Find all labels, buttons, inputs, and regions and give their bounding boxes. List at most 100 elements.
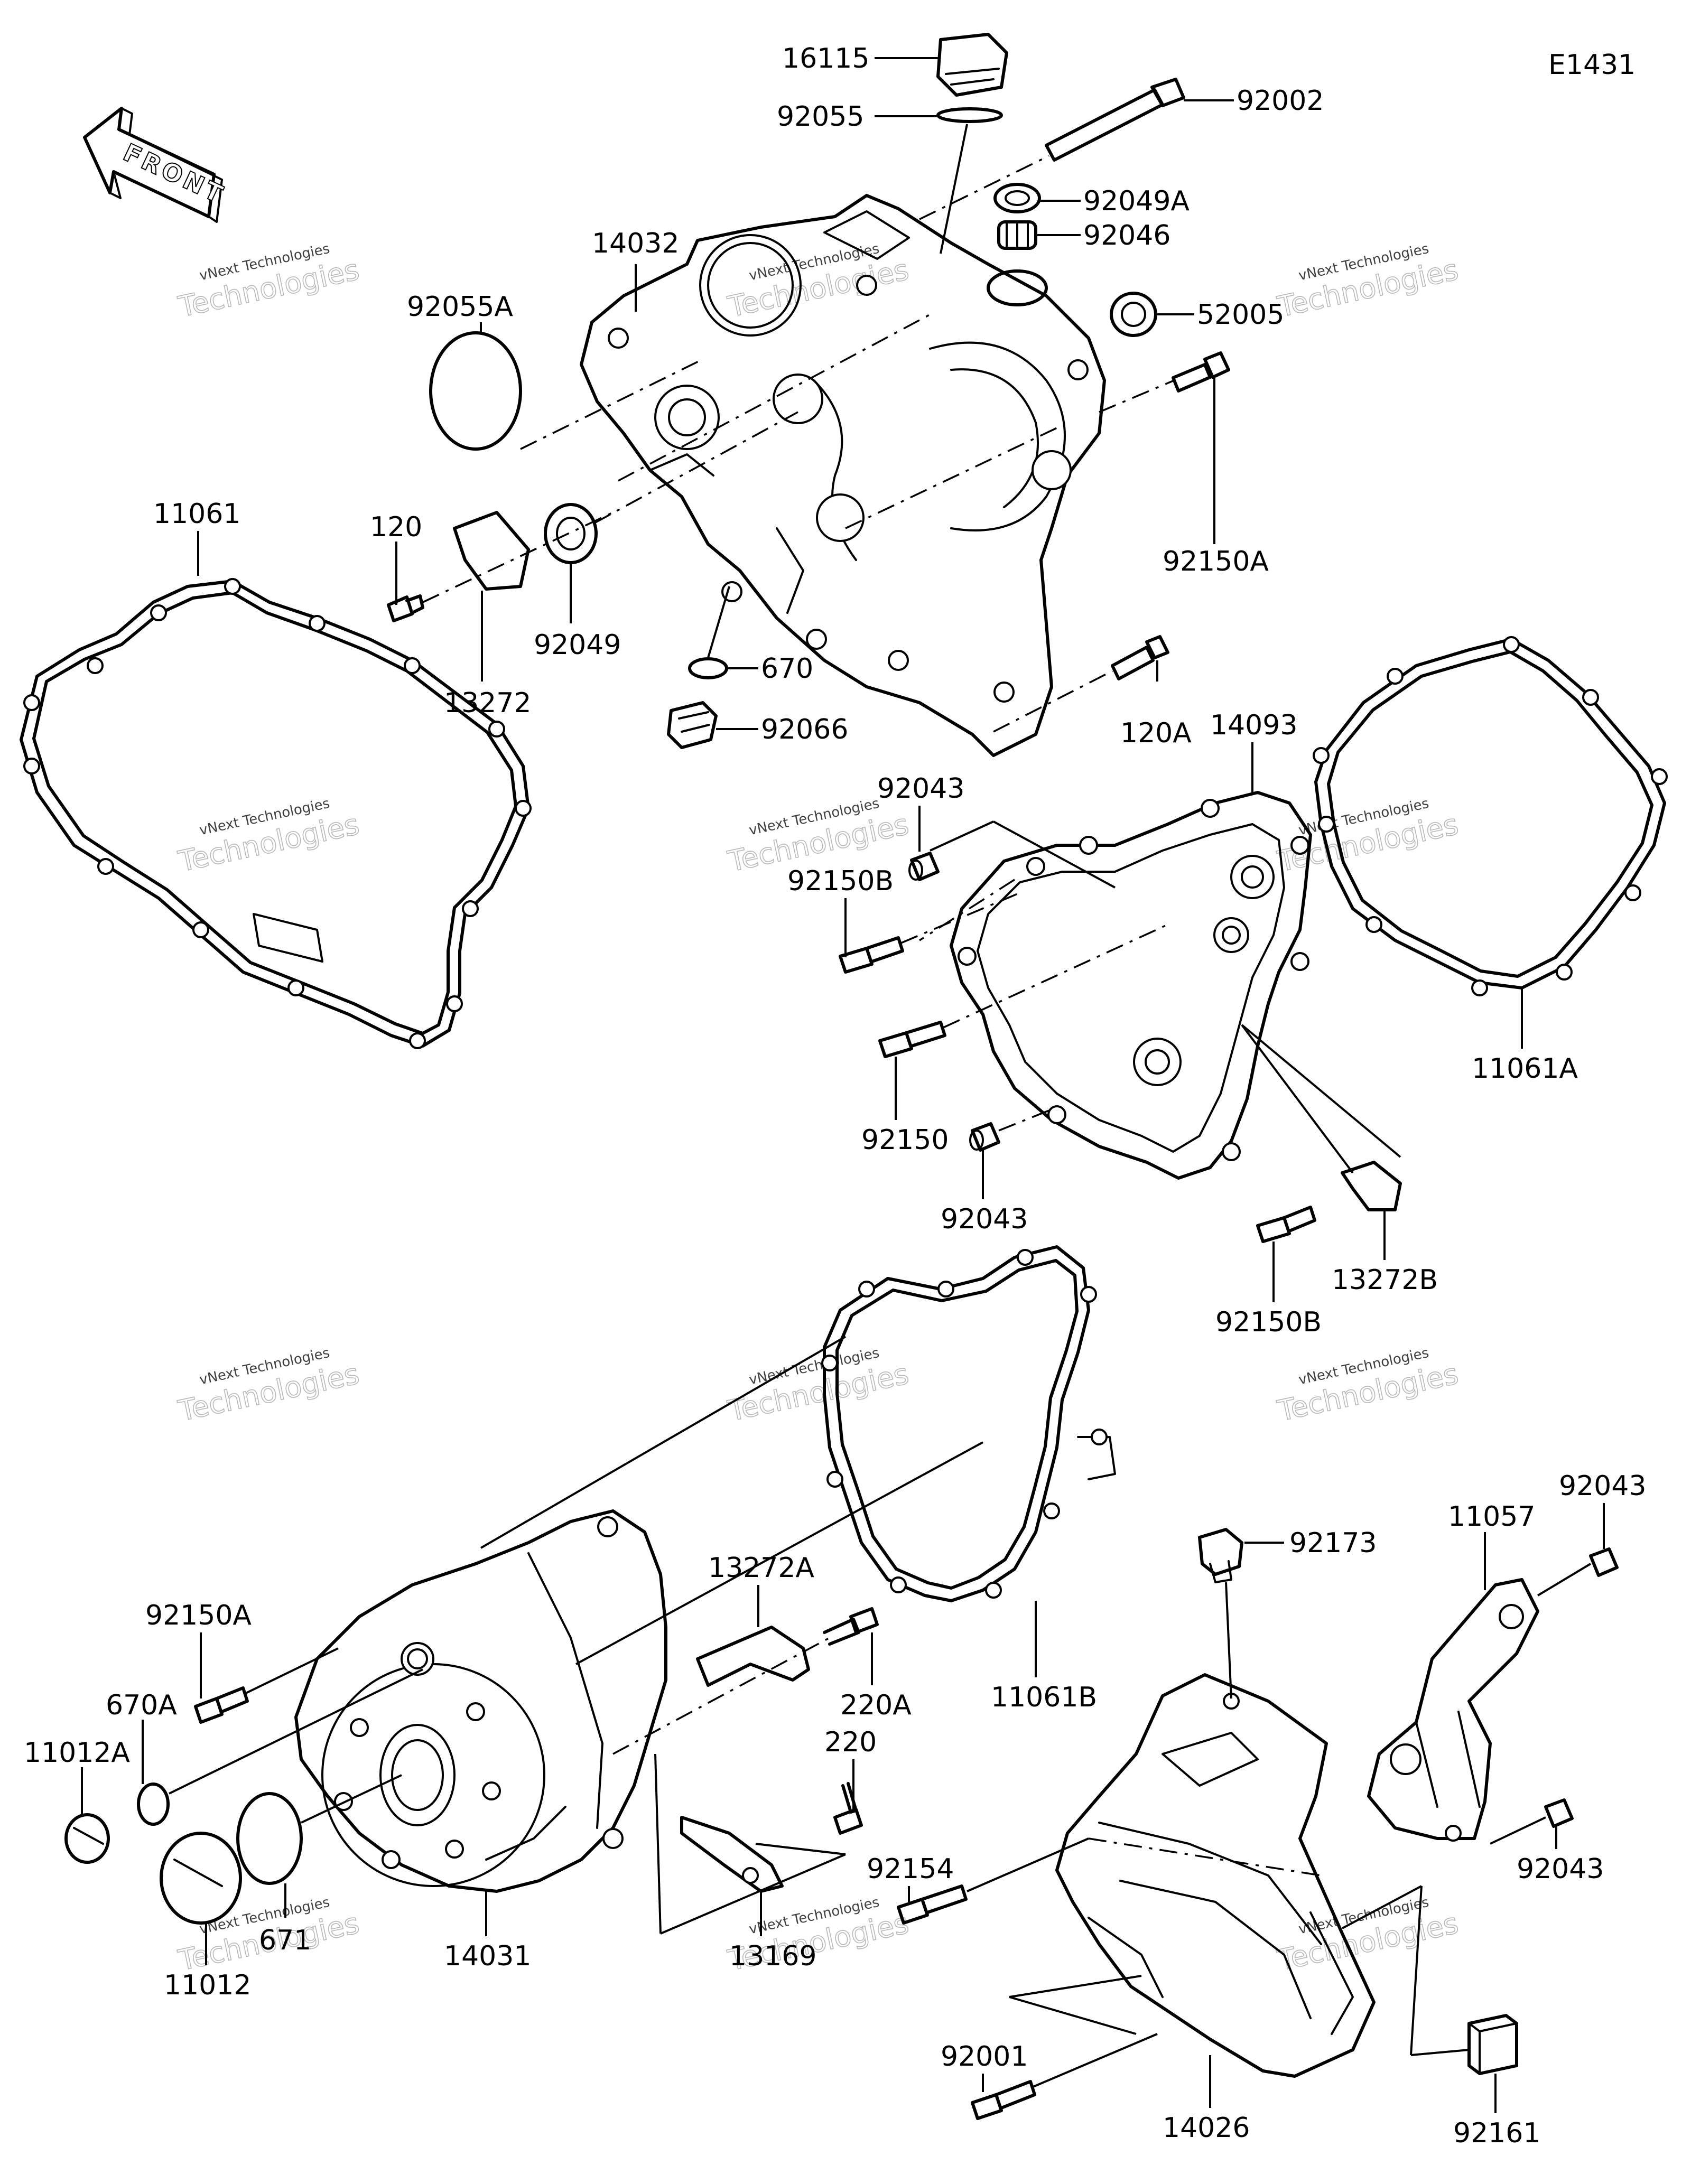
leader-line [1410, 2049, 1470, 2056]
label-92066: 92066 [761, 714, 848, 745]
bolt-92154 [897, 1884, 968, 1925]
o-ring-670 [688, 657, 728, 679]
label-92043-d: 92043 [1517, 1853, 1604, 1885]
leader-line [1537, 1563, 1592, 1597]
label-13272A: 13272A [708, 1552, 814, 1584]
needle-bearing-92046 [997, 220, 1037, 250]
oil-seal-92049A [993, 183, 1041, 213]
watermark-top-right: Technologies vNext Technologies [1274, 241, 1462, 324]
oil-seal-92049 [544, 503, 598, 564]
leader-line [1241, 1024, 1354, 1174]
assembly-line [845, 427, 1057, 529]
o-ring-670A [137, 1782, 170, 1826]
label-92049: 92049 [534, 629, 621, 661]
leader-line [1410, 1886, 1423, 2056]
label-92046: 92046 [1083, 220, 1170, 251]
sensor-92173 [1198, 1528, 1243, 1583]
rubber-92161 [1467, 2014, 1518, 2075]
bolt-120A [1111, 635, 1169, 680]
guide-13169 [680, 1816, 784, 1893]
leader-line [245, 1647, 339, 1694]
leader-line [1009, 1975, 1142, 1998]
watermark-mid-left: Technologies vNext Technologies [175, 796, 363, 879]
leader-line [1342, 1885, 1422, 1929]
oil-filler-cap-16115 [936, 33, 1008, 97]
bolt-92001 [971, 2080, 1036, 2120]
label-92154: 92154 [867, 1853, 954, 1885]
bracket-13272A [696, 1626, 810, 1687]
label-92150B-b: 92150B [1215, 1306, 1322, 1338]
label-120: 120 [370, 511, 422, 543]
leader-line [993, 820, 1116, 889]
sprocket-cover-14026 [1055, 1673, 1376, 2078]
o-ring-671 [236, 1792, 303, 1885]
label-220A: 220A [840, 1690, 912, 1721]
dowel-92043-upper [908, 852, 940, 881]
inner-cover-14093 [950, 791, 1312, 1180]
bolt-220 [833, 1782, 863, 1835]
leader-line [1490, 1816, 1546, 1845]
generator-cover-14031 [294, 1509, 667, 1893]
leader-line [654, 1753, 662, 1934]
label-13272B: 13272B [1332, 1264, 1438, 1296]
o-ring-92055A [429, 331, 522, 451]
leader-line [169, 1668, 423, 1795]
label-92173: 92173 [1289, 1527, 1377, 1559]
callout-leaders [81, 57, 1605, 2113]
leader-line [660, 1853, 846, 1935]
leader-line [940, 124, 968, 254]
bolt-92150 [878, 1021, 946, 1058]
label-16115: 16115 [782, 43, 869, 74]
gasket-11061B [821, 1245, 1116, 1602]
dowel-92043-lower [969, 1122, 1000, 1152]
label-92055A: 92055A [407, 291, 513, 323]
watermark-top-left: Technologies vNext Technologies [175, 241, 363, 324]
bearing-boss [987, 269, 1048, 306]
label-11061B: 11061B [991, 1682, 1097, 1713]
gasket-11061 [20, 578, 532, 1049]
watermark-mid-right: Technologies vNext Technologies [1274, 796, 1462, 879]
diagram-code: E1431 [1548, 49, 1636, 81]
label-92043-a: 92043 [877, 773, 964, 805]
label-670A: 670A [106, 1690, 177, 1721]
label-11061: 11061 [153, 498, 240, 530]
bolt-92002 [1045, 78, 1185, 162]
leader-line [930, 820, 994, 852]
label-92043-b: 92043 [941, 1203, 1028, 1235]
label-92002: 92002 [1237, 85, 1324, 117]
bracket-11057 [1367, 1578, 1539, 1842]
label-92150: 92150 [861, 1124, 949, 1156]
bolt-92150A-lower [194, 1686, 249, 1724]
label-92049A: 92049A [1083, 185, 1190, 217]
label-671: 671 [259, 1925, 311, 1956]
label-92161: 92161 [1453, 2117, 1540, 2149]
label-14093: 14093 [1210, 710, 1297, 741]
assembly-line [998, 1108, 1052, 1132]
assembly-line [919, 879, 1015, 941]
label-670: 670 [761, 653, 813, 685]
label-13272: 13272 [444, 687, 531, 719]
leader-line [480, 1336, 847, 1549]
label-92150B-a: 92150B [787, 865, 894, 897]
watermark-low-left: Technologies vNext Technologies [175, 1345, 363, 1429]
leader-line [1033, 2033, 1158, 2088]
assembly-line [993, 670, 1113, 733]
label-92043-c: 92043 [1559, 1470, 1646, 1502]
bolt-120 [387, 594, 424, 622]
label-220: 220 [824, 1726, 877, 1758]
bolt-220A [823, 1607, 879, 1646]
gasket-11061A [1313, 636, 1668, 996]
assembly-line [919, 155, 1049, 220]
leader-line [575, 1441, 983, 1665]
leader-line [1009, 1996, 1137, 2035]
assembly-line [943, 923, 1168, 1029]
assembly-line [520, 358, 703, 450]
label-92055: 92055 [777, 101, 864, 133]
plug-92066 [667, 701, 718, 749]
leader-line [301, 1774, 402, 1824]
watermark-bottom-right: Technologies vNext Technologies [1274, 1894, 1462, 1978]
assembly-line [612, 1637, 830, 1755]
plug-11012A [64, 1813, 110, 1864]
assembly-line [618, 311, 936, 482]
